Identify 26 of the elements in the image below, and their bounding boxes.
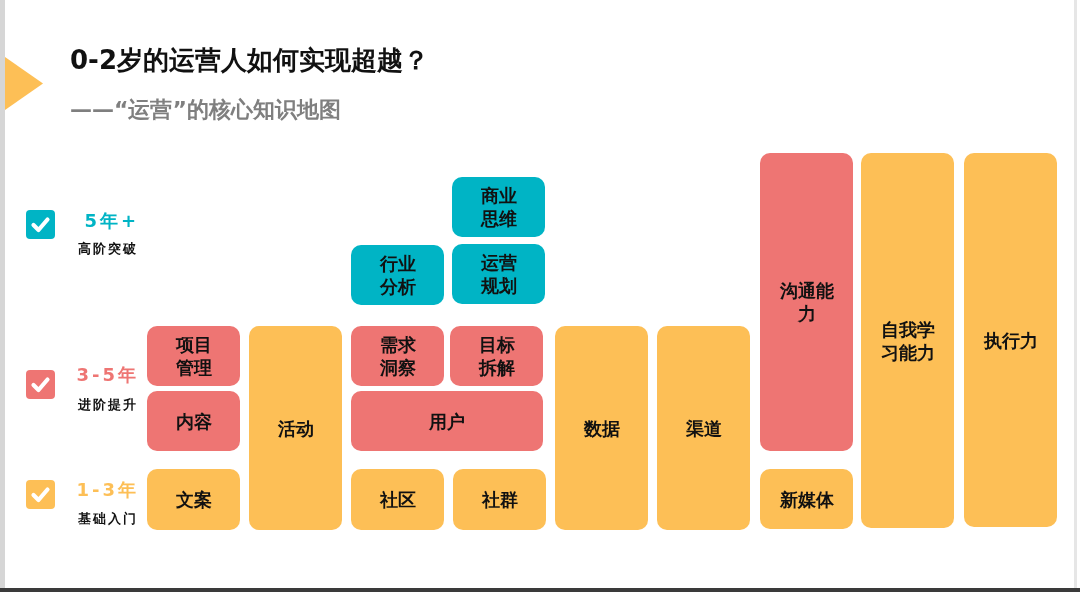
topic-box: 社区 bbox=[351, 469, 444, 530]
title: 0-2岁的运营人如何实现超越？ bbox=[70, 44, 429, 76]
topic-box: 用户 bbox=[351, 391, 543, 451]
topic-box: 需求洞察 bbox=[351, 326, 444, 386]
topic-box: 运营规划 bbox=[452, 244, 545, 304]
topic-box: 行业分析 bbox=[351, 245, 444, 305]
level-caption: 高阶突破 bbox=[78, 241, 138, 257]
topic-box: 项目管理 bbox=[147, 326, 240, 386]
level-caption: 基础入门 bbox=[78, 511, 138, 527]
topic-box: 数据 bbox=[555, 326, 648, 530]
topic-box: 新媒体 bbox=[760, 469, 853, 529]
topic-box: 沟通能力 bbox=[760, 153, 853, 451]
topic-box: 文案 bbox=[147, 469, 240, 530]
topic-box: 内容 bbox=[147, 391, 240, 451]
topic-box: 商业思维 bbox=[452, 177, 545, 237]
topic-box: 执行力 bbox=[964, 153, 1057, 527]
topic-box: 社群 bbox=[453, 469, 546, 530]
legend-label: 5年+ bbox=[84, 210, 139, 232]
legend-label: 1-3年 bbox=[76, 479, 139, 501]
legend-label: 3-5年 bbox=[76, 364, 139, 386]
topic-box: 目标拆解 bbox=[450, 326, 543, 386]
topic-box: 自我学习能力 bbox=[861, 153, 954, 528]
topic-box: 活动 bbox=[249, 326, 342, 530]
topic-box: 渠道 bbox=[657, 326, 750, 530]
level-caption: 进阶提升 bbox=[78, 397, 138, 413]
subtitle: ——“运营”的核心知识地图 bbox=[70, 96, 341, 124]
